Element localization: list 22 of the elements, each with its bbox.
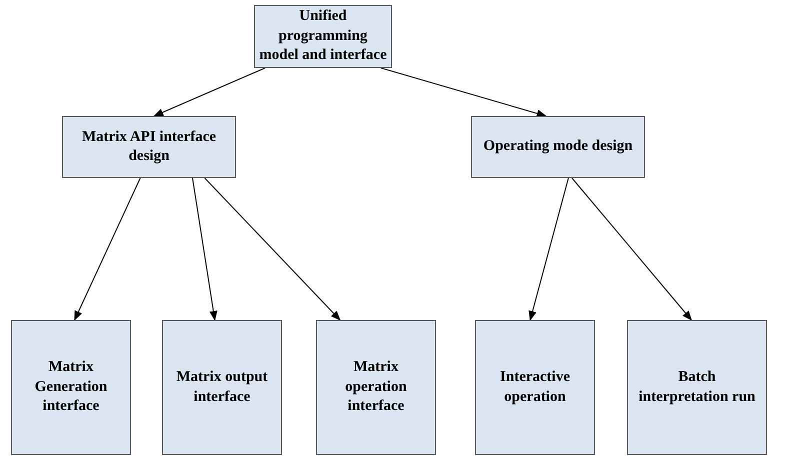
node-label: Matrix output interface <box>175 368 269 406</box>
arrow <box>528 178 569 321</box>
node-label: Unified programming model and interface <box>259 7 387 66</box>
node-label: Matrix Generation interface <box>34 358 108 416</box>
arrow <box>74 178 141 321</box>
arrow <box>153 68 266 116</box>
leaf-box <box>162 320 282 455</box>
arrow <box>380 68 547 118</box>
leaf-box <box>475 320 595 455</box>
node-label: Matrix API interface design <box>80 128 218 166</box>
category-box <box>471 116 645 178</box>
arrow <box>192 178 218 321</box>
leaf-box <box>627 320 767 455</box>
node-label: Matrix operation interface <box>344 358 408 416</box>
node-label: Interactive operation <box>499 368 571 406</box>
category-box <box>62 116 236 178</box>
leaf-box <box>11 320 131 455</box>
arrow <box>204 178 341 321</box>
arrow <box>571 178 692 321</box>
node-label: Operating mode design <box>483 137 633 156</box>
node-label: Batch interpretation run <box>638 368 756 406</box>
leaf-box <box>316 320 436 455</box>
